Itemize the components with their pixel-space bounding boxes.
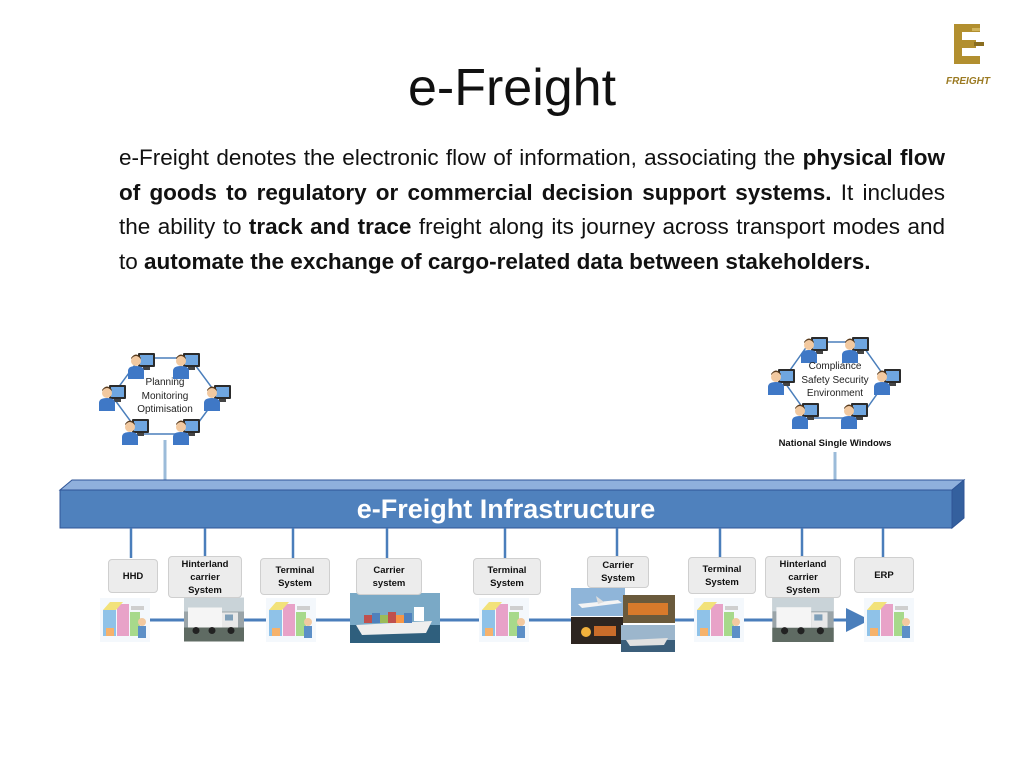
right-cluster-line: Environment [806,388,864,399]
infrastructure-label: e-Freight Infrastructure [356,494,656,524]
system-box-hhd: HHD [108,559,158,593]
system-box-hinterland-carrier: Hinterland carrier System [168,556,242,598]
office-workflow-icon [694,598,744,642]
national-single-windows-caption: National Single Windows [778,438,892,449]
logo-word: FREIGHT [946,76,990,87]
left-cluster-line: Planning [145,377,185,388]
right-cluster [768,337,901,482]
system-box-line: Hinterland [181,558,229,570]
infrastructure-bar [58,478,966,530]
system-box-line: Terminal [702,563,742,575]
system-box-line: System [188,584,222,596]
person-icon [122,419,149,445]
system-box-line: System [786,584,820,596]
system-box-line: Hinterland [779,558,827,570]
office-workflow-icon [266,598,316,642]
office-workflow-icon [100,598,150,642]
truck-photo [184,597,244,642]
system-box-line: Terminal [487,564,527,576]
left-cluster-line: Optimisation [137,404,193,415]
system-box-line: HHD [122,570,144,582]
system-box-line: Terminal [275,564,315,576]
system-box-line: System [490,577,524,589]
system-box-terminal: Terminal System [473,558,541,595]
left-cluster-label: Planning Monitoring Optimisation [125,376,205,417]
left-cluster-line: Monitoring [141,390,189,402]
right-cluster-label: Compliance Safety Security Environment [789,360,881,401]
container-ship-photo [350,593,440,643]
left-cluster [99,353,231,482]
system-box-hinterland-carrier: Hinterland carrier System [765,556,841,598]
efreight-logo-icon [954,24,984,64]
system-box-line: system [372,577,406,589]
office-workflow-icon [479,598,529,642]
intro-text-1: e-Freight denotes the electronic flow of… [119,145,803,170]
system-box-erp: ERP [854,557,914,593]
multimodal-transport-photos [571,588,675,652]
right-cluster-line: Compliance [808,361,862,372]
system-box-carrier: Carrier System [587,556,649,588]
office-workflow-icon [864,598,914,642]
system-box-line: Carrier [602,560,634,571]
system-box-line: Carrier [373,564,405,576]
system-box-line: carrier [788,571,818,583]
system-images [100,588,914,652]
intro-paragraph: e-Freight denotes the electronic flow of… [119,141,945,279]
system-box-line: System [278,577,312,589]
system-box-line: System [705,576,739,588]
system-box-line: carrier [190,571,220,583]
intro-bold-1: physical flow of goods to regulatory or … [119,145,945,205]
efreight-logo: FREIGHT [940,20,996,90]
intro-bold-3: automate the exchange of cargo-related d… [144,248,871,274]
intro-text-2: It includes the ability to [119,179,945,240]
page-title: e-Freight [407,59,617,117]
system-box-line: System [601,573,635,584]
intro-text-3: freight along its journey across transpo… [119,214,945,274]
system-box-carrier: Carrier system [356,558,422,595]
system-box-terminal: Terminal System [260,558,330,595]
person-icon [792,403,819,429]
truck-photo [772,597,834,642]
system-connectors [129,528,885,558]
intro-bold-2: track and trace [248,214,412,239]
right-cluster-line: Safety Security [801,374,869,386]
system-box-line: ERP [874,569,894,581]
system-box-terminal: Terminal System [688,557,756,594]
